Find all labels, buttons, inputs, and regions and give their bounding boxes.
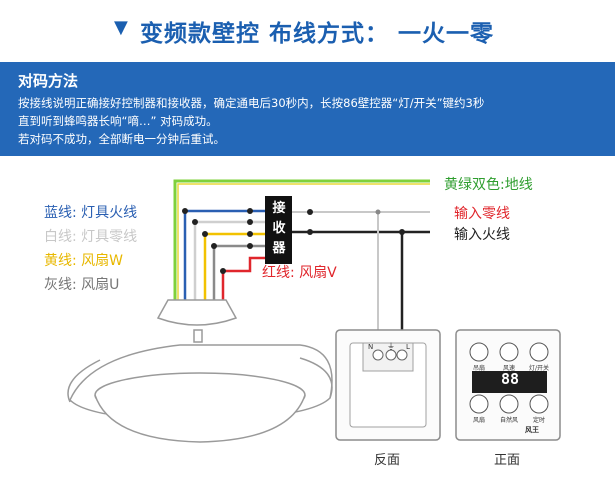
wall-switch-back	[335, 329, 441, 441]
front-panel-caption: 正面	[494, 453, 521, 468]
panel-label-speed: 风速	[502, 365, 515, 372]
panel-label-light: 灯/开关	[528, 365, 550, 372]
white-wire-label: 白线: 灯具零线	[44, 229, 138, 245]
pairing-heading: 对码方法	[18, 72, 79, 90]
left-junction-dots	[182, 208, 253, 274]
page-title: 变频款壁控 布线方式： 一火一零	[140, 21, 495, 47]
receiver-box	[265, 196, 292, 264]
pairing-instructions-box: 对码方法 按接线说明正确接好控制器和接收器，确定通电后30秒内，长按86壁控器“…	[0, 62, 615, 156]
ground-wire-label: 黄绿双色:地线	[444, 177, 533, 193]
title-row: ▼ 变频款壁控 布线方式： 一火一零	[0, 0, 615, 62]
terminal-n-label: N	[368, 343, 374, 351]
wall-switch-front	[455, 329, 561, 441]
panel-brand: 风王	[525, 426, 539, 434]
receiver-label: 接收器	[272, 201, 286, 256]
input-neutral-label: 输入零线	[454, 206, 510, 222]
panel-display: 88	[500, 370, 520, 388]
panel-label-fan: 吊扇	[472, 365, 485, 372]
terminal-ground-label: ⏚	[387, 342, 395, 351]
pairing-line-3: 若对码不成功，全部断电一分钟后重试。	[18, 132, 225, 146]
panel-label-natural: 自然风	[499, 417, 518, 424]
terminal-l-label: L	[406, 343, 410, 351]
back-panel-caption: 反面	[374, 453, 401, 468]
ceiling-fan-illustration	[67, 299, 333, 443]
yellow-wire-label: 黄线: 风扇W	[44, 253, 124, 269]
blue-wire	[183, 209, 265, 300]
panel-label-timer: 定时	[532, 417, 545, 424]
pairing-line-2: 直到听到蜂鸣器长响“嘀…” 对码成功。	[18, 114, 218, 128]
gray-wire-label: 灰线: 风扇U	[44, 277, 120, 293]
input-live-label: 输入火线	[454, 227, 510, 243]
triangle-down-icon: ▼	[114, 17, 128, 38]
pairing-line-1: 按接线说明正确接好控制器和接收器，确定通电后30秒内，长按86壁控器“灯/开关”…	[18, 96, 485, 110]
ground-wire	[173, 179, 430, 300]
blue-wire-label: 蓝线: 灯具火线	[44, 205, 138, 221]
right-junction-dots	[307, 209, 405, 235]
red-wire-label: 红线: 风扇V	[262, 265, 337, 281]
panel-label-fan-mode: 风扇	[472, 417, 485, 424]
red-wire	[221, 256, 265, 300]
